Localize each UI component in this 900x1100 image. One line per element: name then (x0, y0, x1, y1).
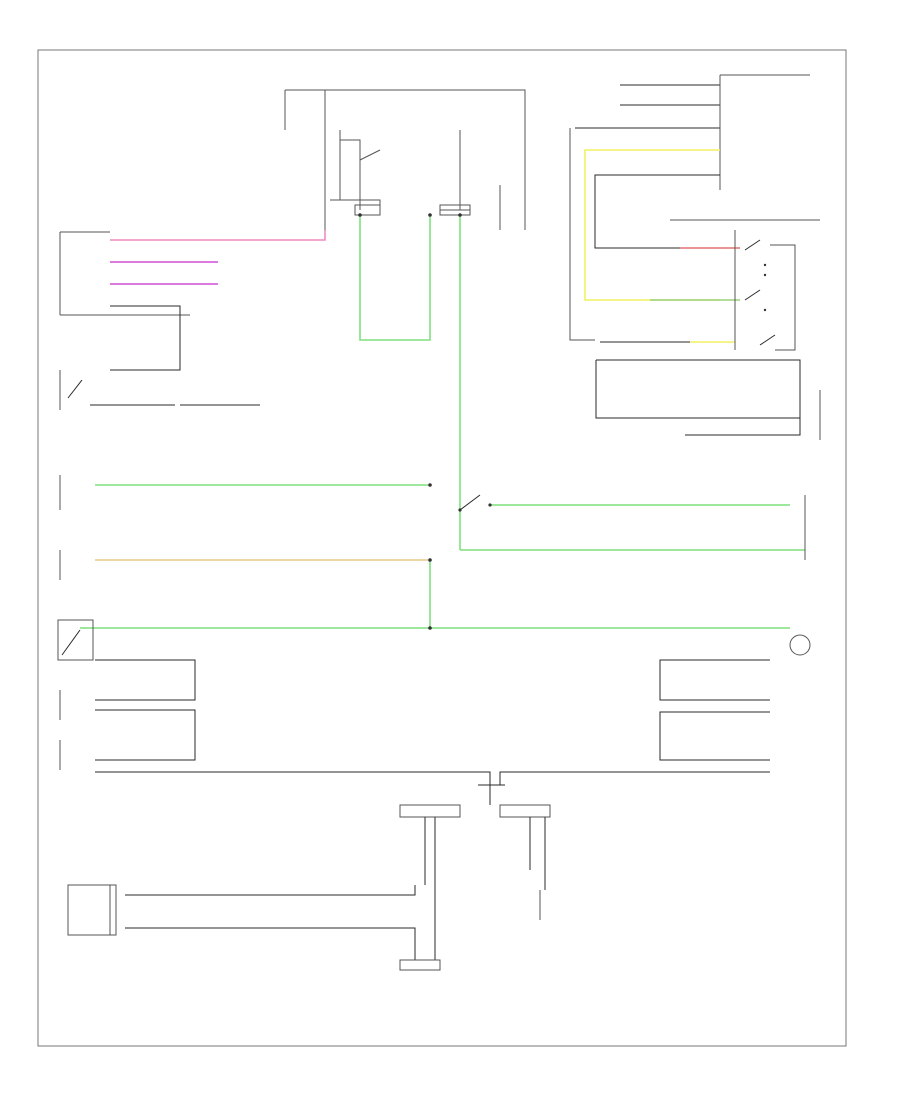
body-control-module (59, 231, 190, 316)
diagram-border (37, 49, 847, 1047)
trailer-connector (67, 884, 117, 936)
left-modules (57, 475, 94, 661)
right-lamps (499, 634, 811, 785)
stop-lamp-switch-group (284, 89, 526, 230)
left-switch (59, 370, 260, 410)
lower-harness (125, 817, 546, 971)
yellow-wire (584, 149, 720, 301)
green-wires (80, 215, 805, 629)
pink-wire (110, 230, 326, 241)
center-splice (399, 784, 551, 818)
range-switch (734, 230, 796, 351)
transmission-control-module (575, 74, 810, 190)
left-lamps (59, 659, 491, 785)
